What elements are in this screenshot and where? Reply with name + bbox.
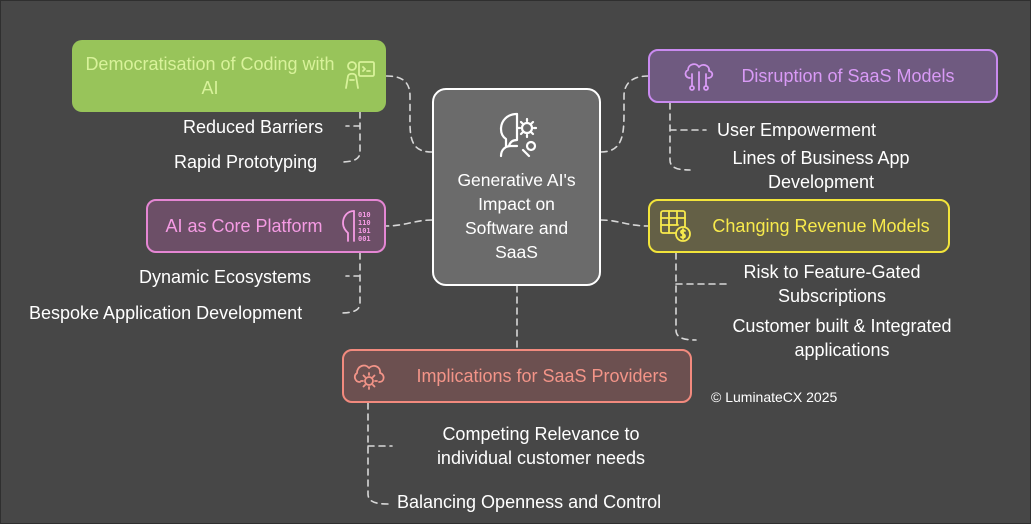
link-disruption-items (669, 102, 707, 171)
node-implications: Implications for SaaS Providers (342, 349, 692, 403)
link-center-revenue (600, 219, 649, 227)
svg-text:010: 010 (358, 211, 371, 219)
link-revenue-items (675, 252, 731, 341)
node-revenue: Changing Revenue Models (648, 199, 950, 253)
copyright-notice: © LuminateCX 2025 (711, 389, 838, 405)
central-topic-title: Generative AI's Impact on Software and S… (457, 170, 576, 262)
item-bespoke-app-development: Bespoke Application Development (29, 303, 303, 323)
table-dollar-icon (660, 210, 691, 242)
item-lob-app-development: Lines of Business App Development (732, 148, 910, 192)
svg-text:101: 101 (358, 227, 371, 235)
brain-head-gear-icon (499, 112, 537, 158)
link-center-disruption (600, 75, 649, 153)
link-implications-items (367, 402, 393, 505)
node-disruption-title: Disruption of SaaS Models (741, 66, 955, 86)
node-core-platform: AI as Core Platform (146, 199, 386, 253)
node-democratisation: Democratisation of Coding with AI (72, 40, 386, 112)
link-center-core (385, 219, 433, 227)
svg-text:110: 110 (358, 219, 371, 227)
node-democratisation-title: Democratisation of Coding with AI (85, 54, 335, 98)
binary-head-icon: 010 110 101 001 (342, 210, 371, 243)
item-feature-gated-risk: Risk to Feature-Gated Subscriptions (743, 262, 921, 306)
cloud-network-icon (684, 63, 714, 91)
person-code-icon (345, 61, 375, 89)
link-core-items (339, 252, 361, 314)
link-center-democratisation (385, 75, 433, 153)
node-implications-title: Implications for SaaS Providers (416, 366, 668, 386)
item-customer-built-apps: Customer built & Integrated applications (732, 316, 952, 360)
item-openness-control: Balancing Openness and Control (397, 492, 662, 512)
link-democratisation-items (339, 111, 361, 163)
item-rapid-prototyping: Rapid Prototyping (174, 152, 318, 172)
svg-text:001: 001 (358, 235, 371, 243)
node-revenue-title: Changing Revenue Models (712, 216, 930, 236)
item-dynamic-ecosystems: Dynamic Ecosystems (139, 267, 312, 287)
item-reduced-barriers: Reduced Barriers (183, 117, 324, 137)
central-topic-node: Generative AI's Impact on Software and S… (432, 88, 601, 286)
cloud-gear-icon (353, 364, 385, 390)
item-competing-relevance: Competing Relevance to individual custom… (436, 424, 646, 468)
item-user-empowerment: User Empowerment (717, 120, 877, 140)
node-core-platform-title: AI as Core Platform (165, 216, 323, 236)
